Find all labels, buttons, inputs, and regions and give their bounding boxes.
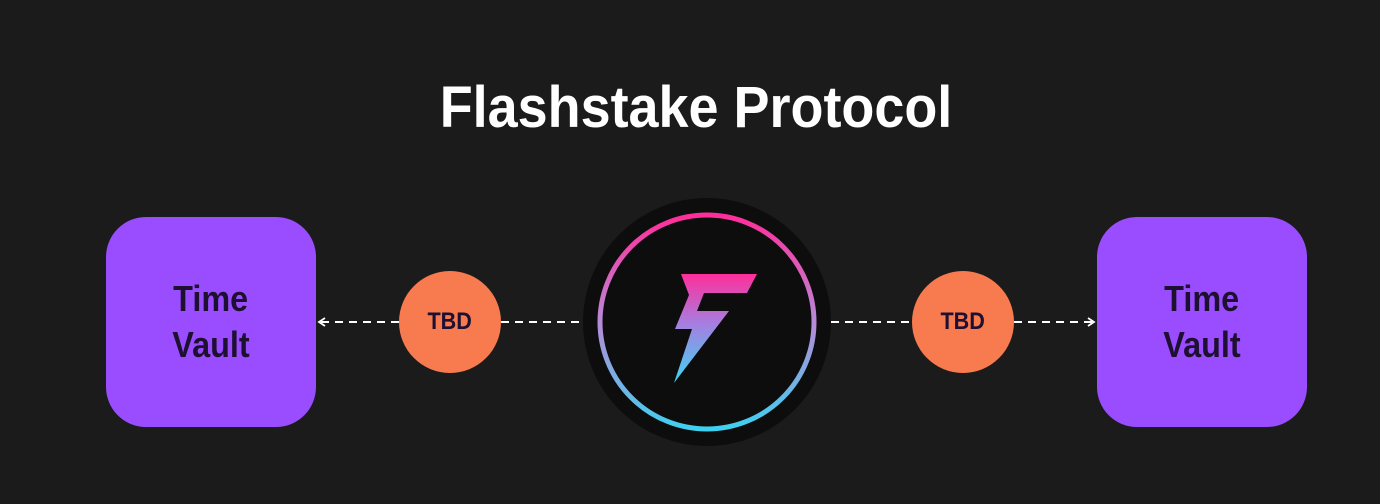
tbd-node-right: TBD [912, 271, 1014, 373]
flashstake-lightning-icon [674, 274, 757, 383]
time-vault-left: Time Vault [106, 217, 316, 427]
time-vault-right-line1: Time [1164, 278, 1240, 319]
tbd-node-left-label: TBD [427, 308, 473, 335]
logo-gradient-ring [597, 212, 817, 432]
tbd-node-right-label: TBD [940, 308, 986, 335]
diagram-title: Flashstake Protocol [439, 75, 953, 140]
time-vault-left-line2: Vault [172, 324, 250, 365]
time-vault-left-line1: Time [173, 278, 249, 319]
time-vault-right: Time Vault [1097, 217, 1307, 427]
time-vault-right-line2: Vault [1163, 324, 1241, 365]
flashstake-logo [583, 198, 831, 446]
tbd-node-left: TBD [399, 271, 501, 373]
